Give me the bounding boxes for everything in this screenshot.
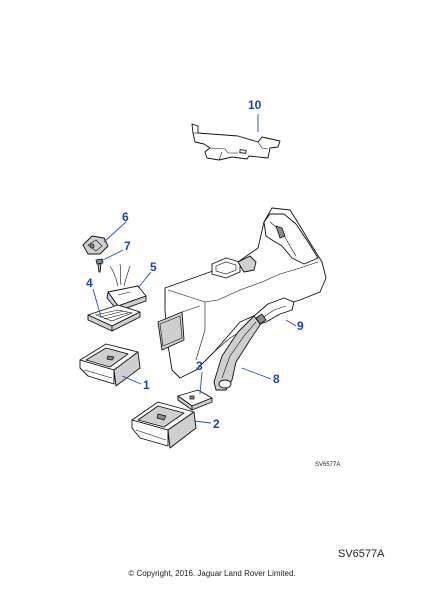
callout-1: 1	[143, 378, 150, 392]
callout-10: 10	[248, 98, 262, 112]
callout-9: 9	[297, 319, 304, 333]
part-2-tray	[131, 401, 197, 449]
centre-console	[157, 207, 327, 379]
part-9-grip	[253, 297, 295, 325]
diagram-reference: SV6577A	[338, 548, 385, 560]
callout-3: 3	[196, 359, 203, 373]
part-4-trim	[87, 304, 141, 332]
callout-7: 7	[124, 239, 131, 253]
part-10-bracket	[191, 123, 281, 161]
part-7-screw	[95, 258, 104, 273]
copyright-notice: © Copyright, 2016. Jaguar Land Rover Lim…	[128, 569, 296, 578]
callout-8: 8	[273, 372, 280, 386]
leader-lines	[92, 114, 297, 424]
part-3-cover	[177, 389, 213, 411]
callout-6: 6	[122, 210, 129, 224]
diagram-reference-small: SV6577A	[315, 462, 341, 468]
part-5-switch	[106, 263, 147, 312]
part-8-lever	[213, 315, 263, 391]
callout-4: 4	[86, 276, 93, 290]
callout-2: 2	[213, 417, 220, 431]
callout-5: 5	[150, 260, 157, 274]
part-6-clip	[82, 235, 109, 255]
part-1-tray	[79, 343, 141, 387]
